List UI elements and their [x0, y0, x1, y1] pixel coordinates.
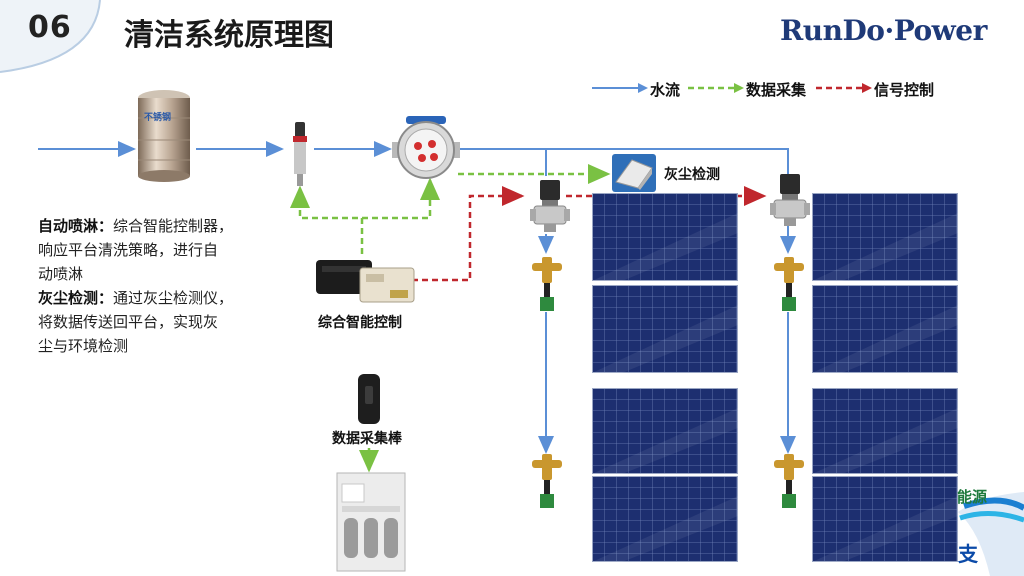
water-tank-icon: [138, 90, 190, 182]
dust-detector-icon: [612, 154, 656, 192]
inverter-cabinet-icon: [336, 472, 406, 572]
dust-text-2: 将数据传送回平台，实现灰: [38, 313, 219, 331]
legend-data-label: 数据采集: [746, 81, 807, 99]
legend-water-label: 水流: [650, 81, 681, 99]
legend-data-arrow: [688, 83, 744, 93]
legend-signal-label: 信号控制: [874, 81, 935, 99]
sprinkler-1-icon: [532, 257, 562, 311]
auto-spray-text-2: 响应平台清洗策略，进行自: [38, 241, 219, 259]
solar-panel-3: [592, 388, 738, 474]
water-meter-icon: [392, 116, 460, 179]
auto-spray-text-1: 综合智能控制器，: [113, 217, 234, 235]
sprinkler-2-icon: [532, 454, 562, 508]
controller-label: 综合智能控制: [318, 315, 402, 331]
dust-row: 灰尘检测：通过灰尘检测仪，: [38, 286, 273, 310]
solenoid-valve-right-icon: [770, 174, 810, 226]
data-stick-icon: [358, 374, 380, 424]
dust-detector-label: 灰尘检测: [664, 167, 720, 183]
tank-text: 不锈钢: [144, 113, 172, 123]
pressure-sensor-icon: [293, 122, 307, 186]
sprinkler-3-icon: [774, 257, 804, 311]
auto-spray-row: 自动喷淋：综合智能控制器，: [38, 214, 273, 238]
legend-signal-arrow: [816, 83, 872, 93]
solar-panel-8: [812, 476, 958, 562]
auto-spray-text-3: 动喷淋: [38, 265, 84, 283]
dust-text-1: 通过灰尘检测仪，: [113, 289, 234, 307]
data-stick-label: 数据采集棒: [332, 431, 402, 447]
slide-number: 06: [28, 10, 72, 45]
solar-panel-5: [812, 193, 958, 281]
dust-text-3: 尘与环境检测: [38, 337, 129, 355]
solar-panel-6: [812, 285, 958, 373]
auto-spray-heading: 自动喷淋：: [38, 217, 114, 235]
solar-panel-1: [592, 193, 738, 281]
controller-device-icon: [316, 260, 415, 303]
page-title: 清洁系统原理图: [124, 18, 334, 53]
solar-panel-2: [592, 285, 738, 373]
legend-water-arrow: [592, 83, 648, 93]
dust-heading: 灰尘检测：: [38, 289, 114, 307]
solar-panel-4: [592, 476, 738, 562]
solar-panel-7: [812, 388, 958, 474]
sprinkler-4-icon: [774, 454, 804, 508]
corner-badge-text-2: 支: [958, 542, 978, 566]
corner-badge-text-1: 能源: [957, 488, 988, 506]
description-block: 自动喷淋：综合智能控制器， 响应平台清洗策略，进行自 动喷淋 灰尘检测：通过灰尘…: [38, 214, 273, 358]
corner-badge-shape: [958, 492, 1024, 576]
corner-swoosh: [0, 0, 101, 73]
solenoid-valve-left-icon: [530, 180, 570, 232]
brand-logo: RunDo·Power: [780, 14, 987, 47]
